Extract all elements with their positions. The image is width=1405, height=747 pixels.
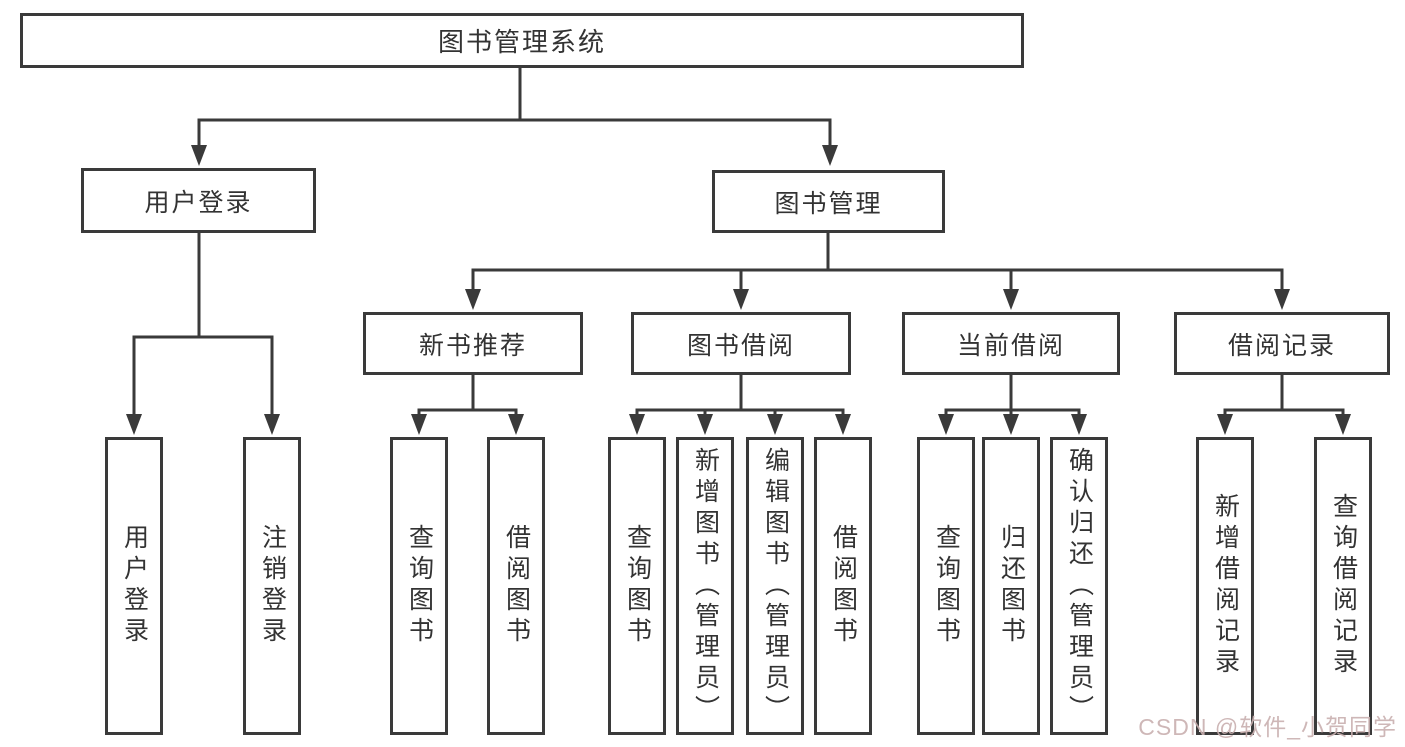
leaf-recommend-query-books: 查询图书	[390, 437, 448, 735]
node-borrowing-records: 借阅记录	[1174, 312, 1390, 375]
leaf-current-query-books: 查询图书	[917, 437, 975, 735]
arrowhead-icons	[126, 145, 1351, 435]
leaf-confirm-return-admin: 确认归还（管理员）	[1050, 437, 1108, 735]
leaf-edit-book-admin: 编辑图书（管理员）	[746, 437, 804, 735]
leaf-borrowing-query-books: 查询图书	[608, 437, 666, 735]
leaf-return-books: 归还图书	[982, 437, 1040, 735]
leaf-user-login: 用户登录	[105, 437, 163, 735]
leaf-query-borrow-record: 查询借阅记录	[1314, 437, 1372, 735]
node-new-book-recommendation: 新书推荐	[363, 312, 583, 375]
node-library-system: 图书管理系统	[20, 13, 1024, 68]
leaf-logout: 注销登录	[243, 437, 301, 735]
node-current-borrowing: 当前借阅	[902, 312, 1120, 375]
leaf-recommend-borrow-books: 借阅图书	[487, 437, 545, 735]
node-book-borrowing: 图书借阅	[631, 312, 851, 375]
watermark: CSDN @软件_小贺同学	[1138, 714, 1397, 740]
node-user-login: 用户登录	[81, 168, 316, 233]
leaf-borrow-books: 借阅图书	[814, 437, 872, 735]
node-book-management: 图书管理	[712, 170, 945, 233]
leaf-add-book-admin: 新增图书（管理员）	[676, 437, 734, 735]
leaf-add-borrow-record: 新增借阅记录	[1196, 437, 1254, 735]
